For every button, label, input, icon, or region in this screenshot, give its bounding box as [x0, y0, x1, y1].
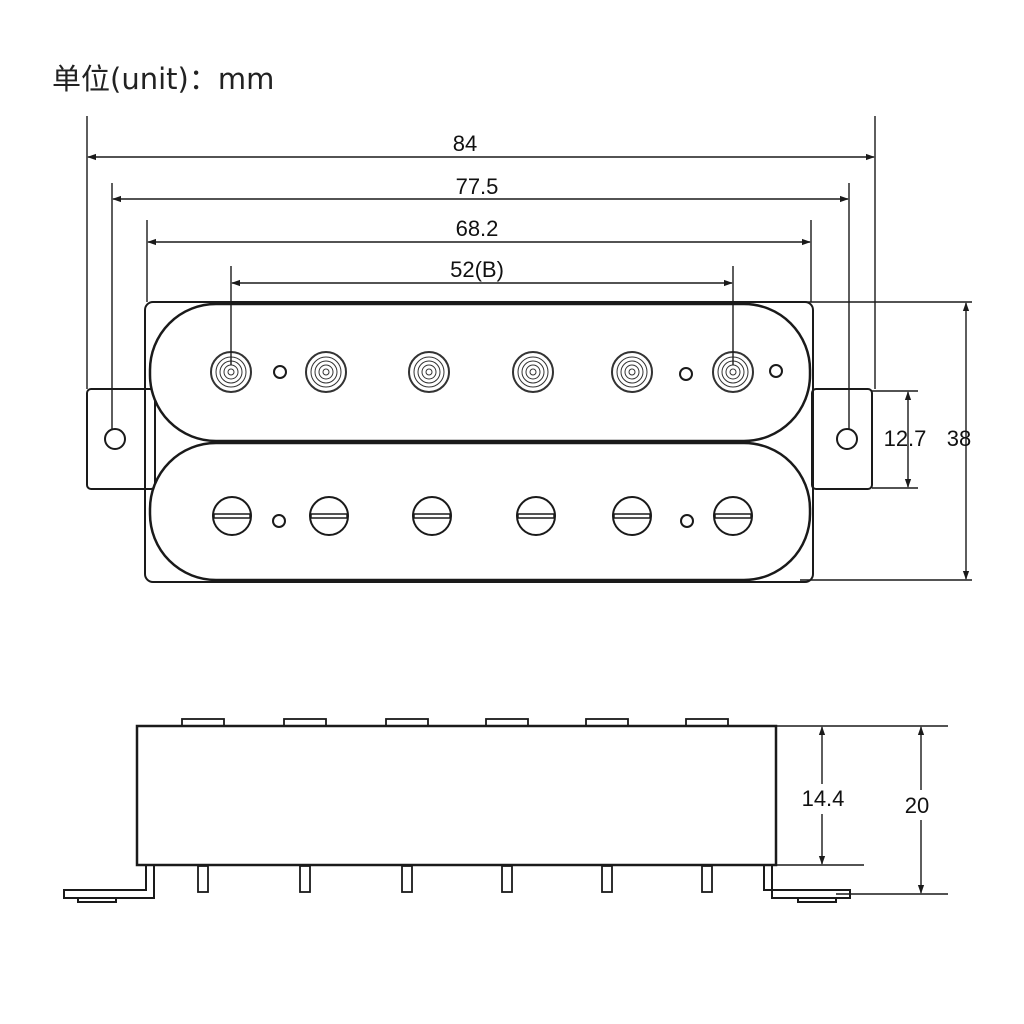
pole-leg	[701, 865, 713, 893]
dim-body-height: 14.4	[802, 786, 845, 811]
dim-cover-width: 68.2	[456, 216, 499, 241]
small-hole	[272, 514, 286, 528]
top-coil	[148, 302, 812, 443]
pole-leg	[197, 865, 209, 893]
pole-leg	[601, 865, 613, 893]
small-hole	[680, 514, 694, 528]
pole-leg	[299, 865, 311, 893]
pole-leg	[501, 865, 513, 893]
pole-leg	[401, 865, 413, 893]
bracket-left	[63, 866, 155, 899]
pole-screw-icon	[408, 351, 450, 393]
dim-total-height: 20	[905, 793, 929, 818]
pole-screw-icon	[210, 351, 252, 393]
dim-pole-spacing: 52(B)	[450, 257, 504, 282]
top-view: 84 77.5 68.2 52(B) 38 12.7	[86, 116, 972, 583]
small-hole	[679, 367, 693, 381]
pole-screw-icon	[712, 351, 754, 393]
side-legs	[197, 865, 713, 893]
mounting-tab-left	[86, 388, 156, 490]
base-plate	[144, 301, 814, 583]
side-body	[135, 724, 778, 867]
bracket-right	[763, 866, 851, 899]
slotted-pole-icon	[309, 496, 349, 536]
side-view: 14.4 20	[63, 718, 948, 903]
dim-overall-width: 84	[453, 131, 477, 156]
slotted-pole-icon	[713, 496, 753, 536]
slotted-pole-icon	[516, 496, 556, 536]
pole-screw-icon	[512, 351, 554, 393]
dim-tab-height: 12.7	[884, 426, 927, 451]
dim-overall-height: 38	[947, 426, 971, 451]
mounting-hole-left	[104, 428, 126, 450]
pole-screw-icon	[305, 351, 347, 393]
unit-label: 单位(unit)：mm	[52, 62, 275, 96]
slotted-pole-icon	[212, 496, 252, 536]
mounting-tab-right	[811, 388, 873, 490]
slotted-pole-icon	[412, 496, 452, 536]
mounting-hole-right	[836, 428, 858, 450]
top-coil-poles	[210, 351, 754, 393]
dim-mounting-hole-spacing: 77.5	[456, 174, 499, 199]
slotted-pole-icon	[612, 496, 652, 536]
bottom-coil	[148, 441, 812, 582]
bottom-coil-poles	[212, 496, 753, 536]
small-hole	[273, 365, 287, 379]
pole-screw-icon	[611, 351, 653, 393]
small-hole	[769, 364, 783, 378]
